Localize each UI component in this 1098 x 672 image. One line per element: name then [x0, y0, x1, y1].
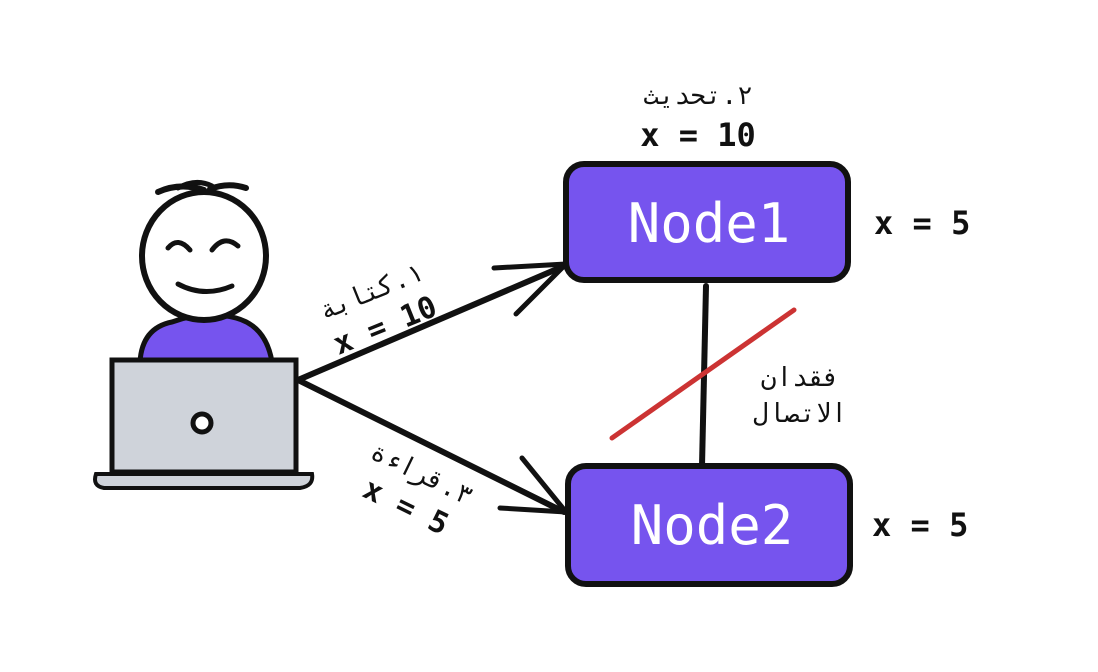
node2-box: Node2	[565, 463, 853, 587]
partition-cut-line	[609, 307, 797, 441]
node1-label: Node1	[628, 192, 791, 255]
node2-value: x = 5	[872, 506, 968, 544]
node1-value: x = 5	[874, 204, 970, 242]
partition-label-line1: فقدان	[761, 363, 839, 393]
partition-label-line2: الاتصال	[753, 399, 847, 429]
laptop-icon	[93, 357, 315, 490]
update-step-label: ٢.تحديث	[643, 81, 753, 111]
person-icon	[137, 180, 275, 365]
node1-box: Node1	[563, 161, 851, 283]
update-value-label: x = 10	[640, 116, 756, 154]
node2-label: Node2	[631, 494, 794, 557]
